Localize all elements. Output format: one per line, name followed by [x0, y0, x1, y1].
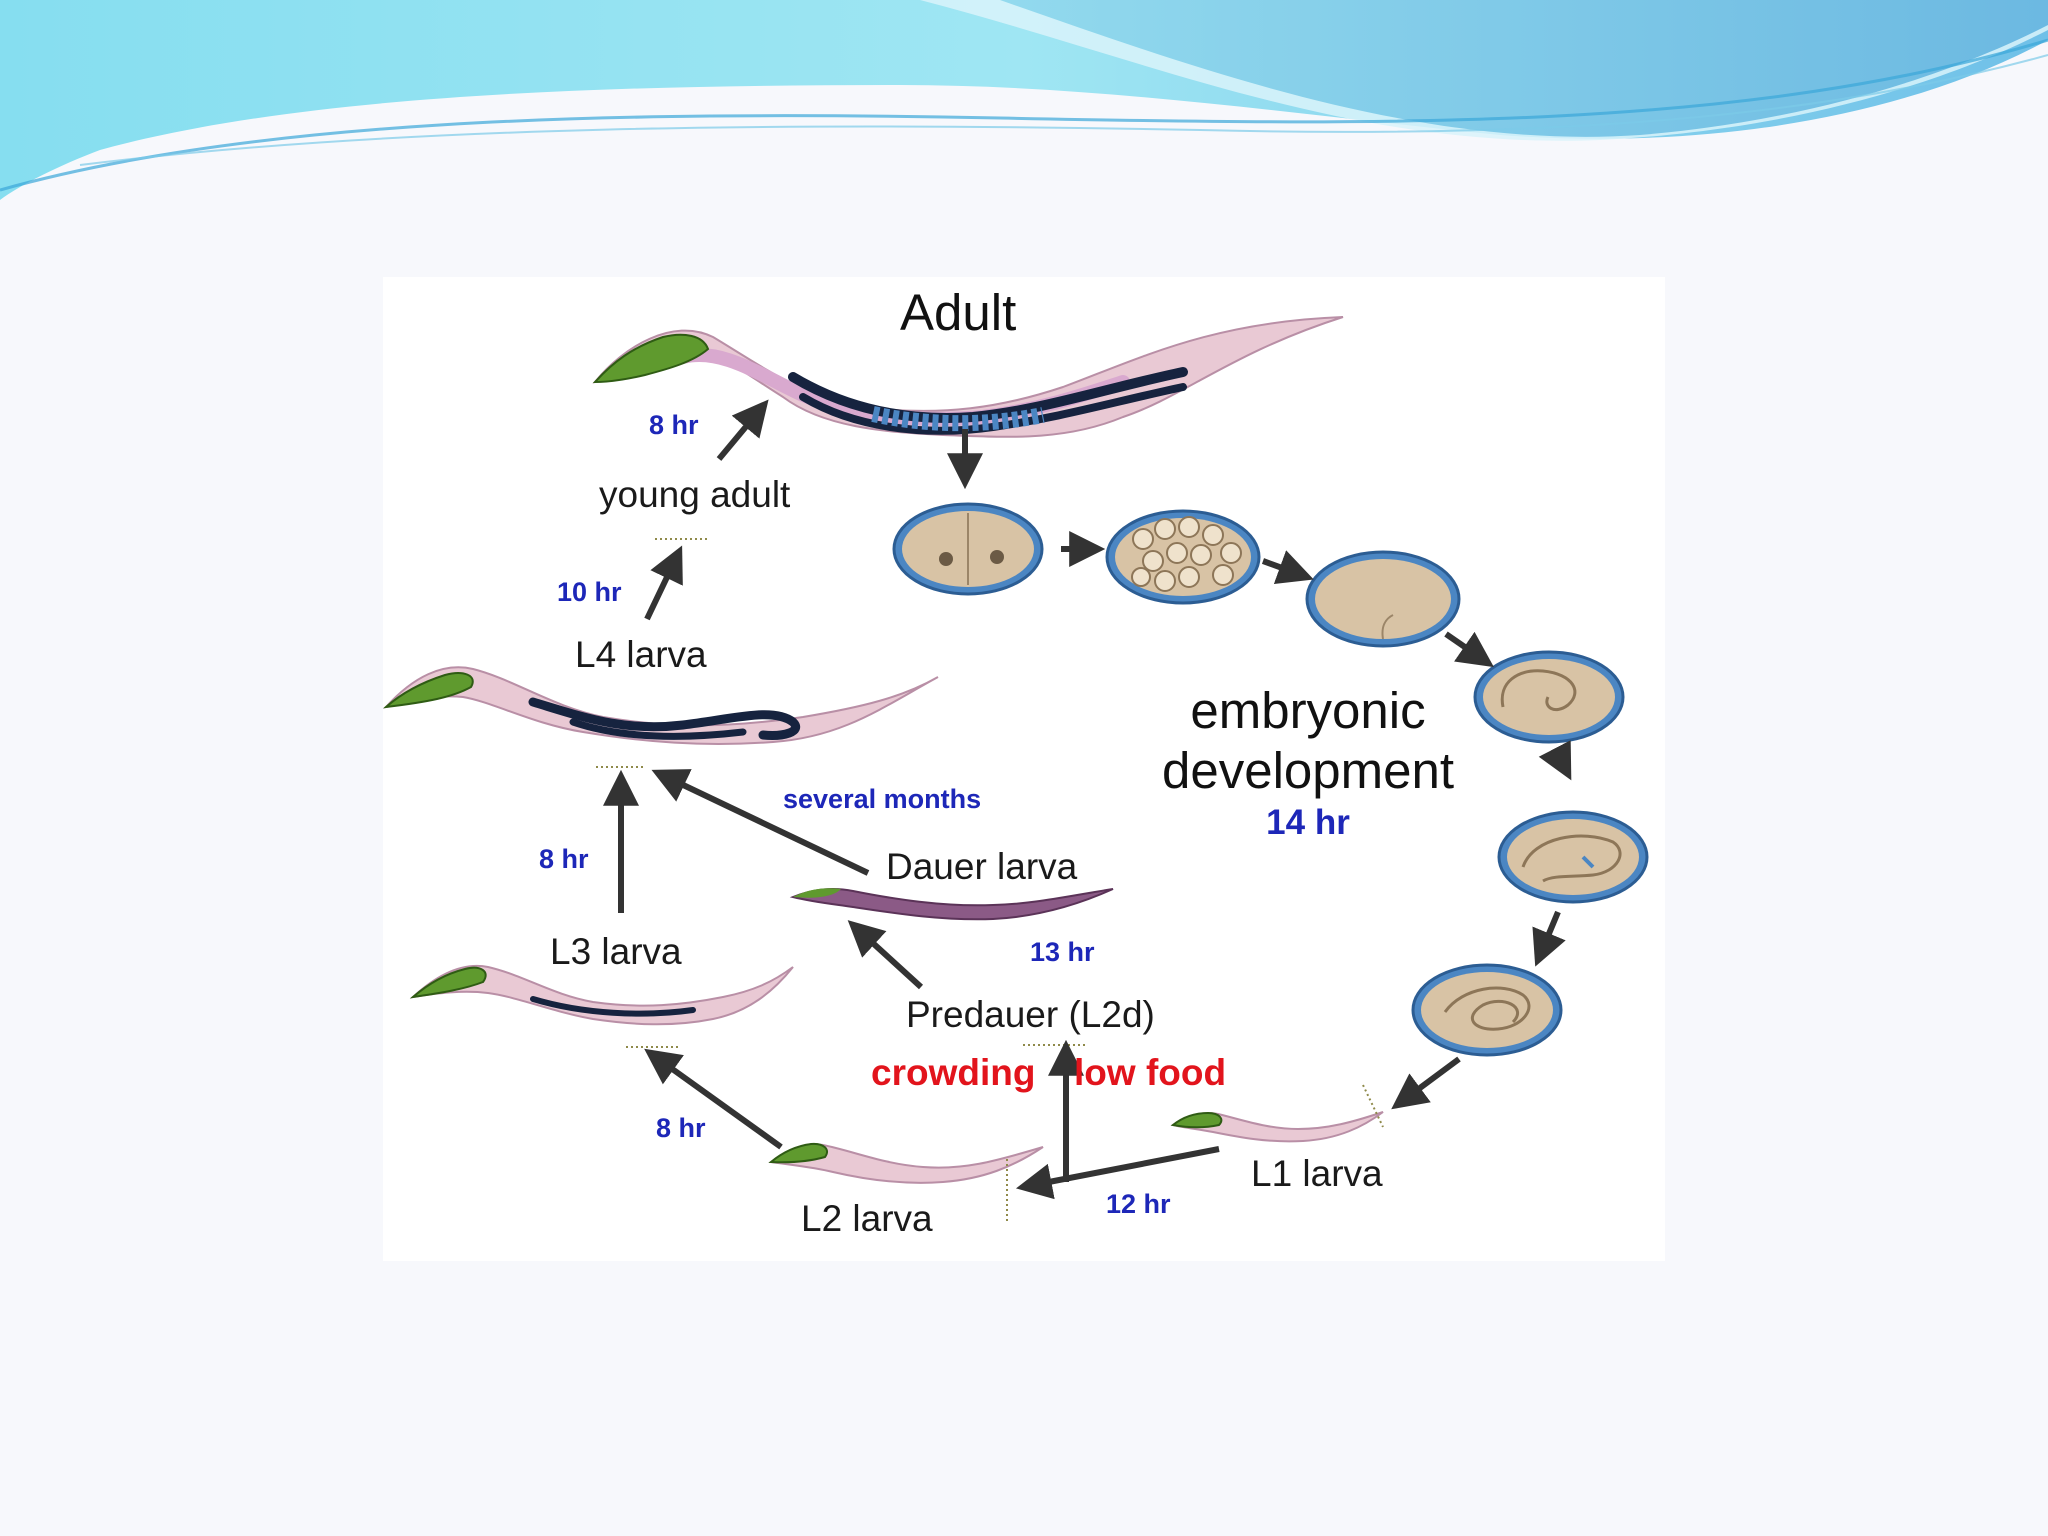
young-adult-label: young adult — [599, 474, 791, 515]
young-to-adult-duration: 8 hr — [649, 410, 699, 440]
embryo-comma-icon — [1473, 650, 1625, 744]
arrow-dauer-to-l4 — [651, 769, 870, 876]
arrow-embryo-3 — [1444, 631, 1494, 668]
development-label: development — [1161, 742, 1455, 799]
embryo-2cell-icon — [892, 502, 1044, 596]
l1-larva-label: L1 larva — [1251, 1153, 1383, 1194]
l3-to-l4-duration: 8 hr — [539, 844, 589, 874]
arrow-l2-to-l3 — [644, 1048, 783, 1150]
l2-larva-worm-icon — [768, 1142, 1044, 1184]
l1-to-l2-duration: 12 hr — [1106, 1189, 1171, 1219]
diagram-panel — [383, 277, 1665, 1261]
l1-larva-worm-icon — [1170, 1111, 1384, 1143]
arrow-embryo-5 — [1532, 910, 1566, 967]
header-wave — [0, 0, 2048, 200]
arrow-l1-to-l2 — [1015, 1146, 1220, 1200]
l4-larva-worm-icon — [383, 666, 939, 745]
dauer-larva-worm-icon — [789, 888, 1114, 921]
arrow-predauer-to-dauer — [847, 920, 924, 990]
molt-marks — [596, 538, 1384, 1222]
life-cycle-diagram — [383, 316, 1649, 1222]
embryo-multicell-icon — [1105, 509, 1261, 605]
arrow-embryo-2 — [1261, 550, 1314, 585]
adult-label: Adult — [900, 284, 1017, 341]
arrow-embryo-to-l1 — [1391, 1056, 1461, 1110]
dauer-larva-label: Dauer larva — [886, 846, 1078, 887]
crowding-cue: crowding — [871, 1052, 1036, 1093]
adult-worm-icon — [592, 316, 1344, 438]
arrow-embryo-4 — [1538, 740, 1572, 781]
l3-larva-worm-icon — [409, 964, 794, 1026]
embryo-pretzel-icon — [1411, 963, 1563, 1057]
embryonic-duration: 14 hr — [1266, 803, 1350, 842]
embryo-twofold-icon — [1497, 810, 1649, 904]
arrow-young-to-adult — [716, 399, 769, 461]
low-food-cue: low food — [1074, 1052, 1227, 1093]
dauer-to-l4-duration: several months — [783, 784, 982, 814]
l4-larva-label: L4 larva — [575, 634, 707, 675]
arrow-l4-to-young — [644, 545, 683, 621]
l2-to-l3-duration: 8 hr — [656, 1113, 706, 1143]
predauer-label: Predauer (L2d) — [906, 994, 1155, 1035]
l2-larva-label: L2 larva — [801, 1198, 933, 1239]
embryonic-label: embryonic — [1190, 682, 1426, 739]
predauer-to-dauer-duration: 13 hr — [1030, 937, 1095, 967]
l4-to-young-duration: 10 hr — [557, 577, 622, 607]
embryo-gastrula-icon — [1305, 550, 1461, 648]
l3-larva-label: L3 larva — [550, 931, 682, 972]
